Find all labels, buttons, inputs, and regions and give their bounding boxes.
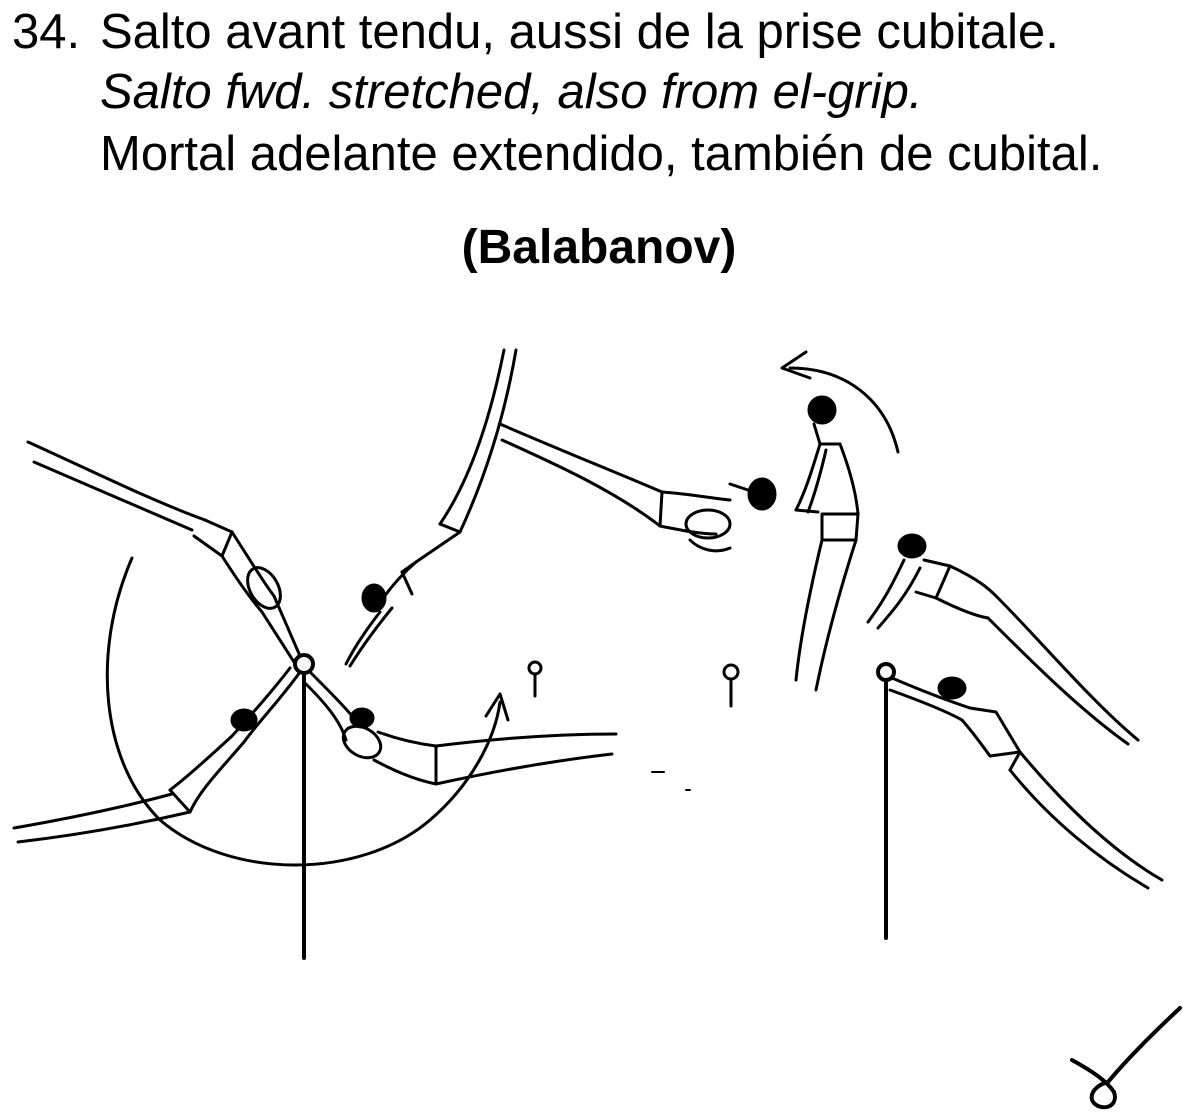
gymnast-figure-6 [794, 395, 860, 692]
grip-marker-1 [527, 660, 543, 698]
gymnast-figure-4 [344, 348, 518, 668]
element-number: 34. [12, 5, 81, 59]
description-spanish: Mortal adelante extendido, también de cu… [100, 127, 1103, 181]
swing-circle [105, 556, 510, 867]
stray-marks [651, 771, 691, 791]
gymnast-figure-5 [498, 422, 777, 553]
gymnast-figure-3 [304, 670, 618, 786]
gymnast-figure-1 [26, 440, 302, 664]
difficulty-symbol-icon [1070, 1006, 1182, 1110]
gymnast-figure-7 [866, 533, 1140, 746]
element-name: (Balabanov) [461, 221, 737, 274]
bar-right [876, 662, 896, 940]
description-french: Salto avant tendu, aussi de la prise cub… [100, 5, 1059, 59]
gymnast-figure-2 [12, 666, 302, 844]
gymnast-figure-8 [888, 676, 1164, 890]
description-english: Salto fwd. stretched, also from el-grip. [100, 65, 923, 119]
rotation-arrow-icon [780, 350, 900, 454]
grip-marker-2 [722, 663, 740, 708]
bar-left [293, 653, 315, 960]
